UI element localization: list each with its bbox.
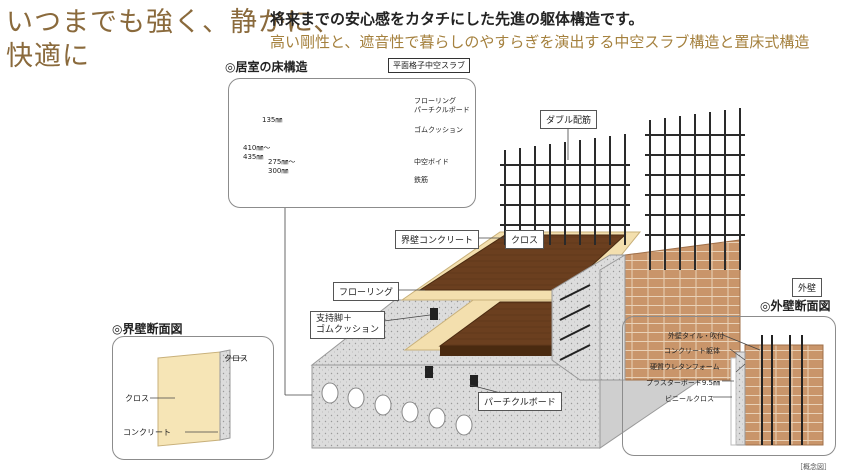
label-partition-cloth-right: クロス xyxy=(224,354,248,363)
label-exterior-plasterboard: プラスターボード9.5㎜ xyxy=(646,379,720,387)
footnote: ［概念図］ xyxy=(796,463,831,471)
label-cloth: クロス xyxy=(505,230,545,249)
partition-section-box xyxy=(112,336,274,460)
partition-section-title: ◎界壁断面図 xyxy=(112,322,183,336)
lead-line1: 将来までの安心感をカタチにした先進の躯体構造です。 xyxy=(270,10,644,28)
label-particle-board: パーチクルボード xyxy=(478,392,562,411)
floor-section-tag: 平面格子中空スラブ xyxy=(388,58,470,73)
headline-line1: いつまでも強く、静かに、 xyxy=(6,7,342,38)
double-rebar xyxy=(500,108,745,270)
floor-section-box xyxy=(228,78,476,208)
dim-275-300: 275㎜〜 300㎜ xyxy=(268,158,296,175)
label-exterior-vinyl-cloth: ビニールクロス xyxy=(665,395,714,403)
dim-135: 135㎜ xyxy=(262,116,283,124)
label-rebar-detail: 鉄筋 xyxy=(414,176,428,184)
label-flooring-detail: フローリング xyxy=(414,97,456,105)
label-hollow-void-detail: 中空ボイド xyxy=(414,158,449,166)
label-double-rebar: ダブル配筋 xyxy=(540,110,598,129)
label-particle-board-detail: パーチクルボード xyxy=(414,106,470,114)
label-partition-cloth-left: クロス xyxy=(125,394,149,403)
support-feet xyxy=(425,308,478,387)
partition-section-drawing xyxy=(150,349,246,447)
exterior-wall xyxy=(599,239,741,381)
label-flooring: フローリング xyxy=(333,282,400,301)
label-exterior-urethane: 硬質ウレタンフォーム xyxy=(650,363,720,371)
floor-section-title: ◎居室の床構造 xyxy=(225,60,308,74)
label-exterior-tile: 外壁タイル・吹付 xyxy=(668,332,724,340)
label-exterior-concrete: コンクリート躯体 xyxy=(664,347,720,355)
exterior-section-drawing xyxy=(713,334,824,446)
label-rubber-cushion-detail: ゴムクッション xyxy=(414,126,463,134)
exterior-section-title: ◎外壁断面図 xyxy=(760,299,831,313)
label-support-cushion: 支持脚＋ ゴムクッション xyxy=(310,311,386,339)
label-partition-concrete: 界壁コンクリート xyxy=(395,230,480,249)
label-partition-concrete-detail: コンクリート xyxy=(123,428,171,437)
exterior-section-box xyxy=(622,316,836,456)
lead-line2: 高い剛性と、遮音性で暮らしのやすらぎを演出する中空スラブ構造と置床式構造 xyxy=(270,33,810,51)
dim-410-435: 410㎜〜 435㎜ xyxy=(243,144,271,161)
headline-line2: 快適に xyxy=(6,41,90,72)
headline: いつまでも強く、静かに、 快適に xyxy=(6,6,341,74)
label-exterior-wall: 外壁 xyxy=(792,278,823,297)
